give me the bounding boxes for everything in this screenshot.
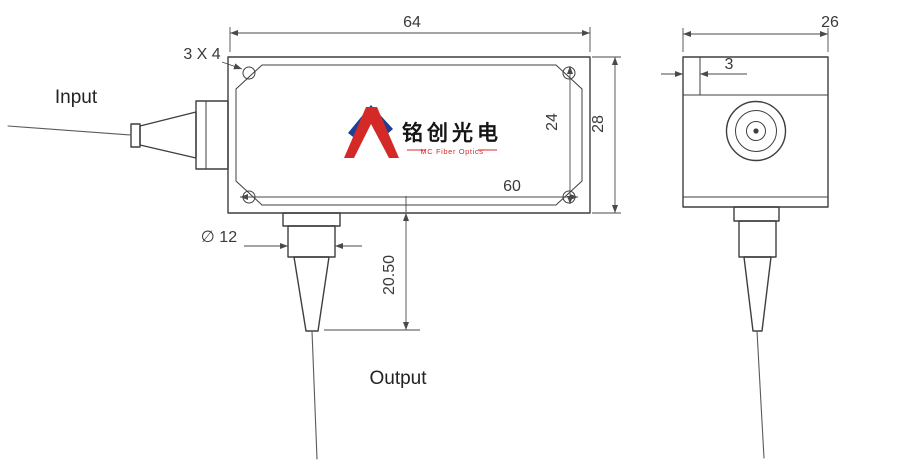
dim-text-inner-width: 60 <box>503 178 521 195</box>
output-connector-front <box>282 212 341 460</box>
dim-inner-height: 24 <box>544 66 574 204</box>
output-fiber-side <box>756 330 765 459</box>
logo-name-en: MC Fiber Optics <box>420 147 483 156</box>
side-dimensions: 26 3 <box>661 14 839 78</box>
connector-face-center-dot <box>753 128 759 134</box>
dim-front-width: 64 <box>229 14 591 52</box>
dim-output-length: 20.50 <box>324 196 420 331</box>
output-label: Output <box>369 368 427 389</box>
dim-corner-holes: 3 X 4 <box>183 46 243 70</box>
dim-side-width: 26 <box>682 14 839 52</box>
input-connector <box>7 100 229 170</box>
dim-text-side-step: 3 <box>725 56 734 73</box>
input-ferrule <box>195 100 229 170</box>
front-view: 铭创光电 MC Fiber Optics <box>7 56 591 460</box>
output-boot-taper-side <box>743 256 772 332</box>
connector-face-inner-circle <box>746 121 766 141</box>
dim-leader-line <box>221 61 243 70</box>
dim-front-height: 28 <box>590 56 621 214</box>
logo: 铭创光电 MC Fiber Optics <box>344 105 502 158</box>
input-tip <box>130 123 141 148</box>
output-fiber <box>311 330 318 460</box>
logo-name-cn: 铭创光电 <box>402 121 502 145</box>
corner-hole-top-left <box>242 66 256 80</box>
connector-face-middle-circle <box>735 110 777 152</box>
dim-output-diameter: ∅ 12 <box>201 229 362 250</box>
output-body-side <box>738 220 777 258</box>
connector-face <box>725 100 787 162</box>
dim-inner-width: 60 <box>240 178 578 201</box>
output-boot-taper <box>293 256 330 332</box>
dim-text-front-width: 64 <box>403 14 421 31</box>
logo-mark-red-a <box>344 107 399 158</box>
output-connector-side <box>733 206 780 459</box>
dim-text-output-length: 20.50 <box>381 255 398 295</box>
side-view <box>682 56 829 459</box>
input-boot-taper <box>139 111 197 159</box>
front-chamfer-outline <box>235 64 583 206</box>
output-flange-side <box>733 206 780 222</box>
dim-text-front-height: 28 <box>590 115 607 133</box>
dim-text-corner-holes: 3 X 4 <box>183 46 220 63</box>
dim-text-side-width: 26 <box>821 14 839 31</box>
dim-side-step: 3 <box>661 56 747 78</box>
connector-face-outer-circle <box>725 100 787 162</box>
dim-text-output-diameter: ∅ 12 <box>201 229 237 246</box>
output-flange <box>282 212 341 227</box>
front-dimensions: 64 3 X 4 24 28 60 ∅ 12 <box>55 14 621 389</box>
input-label: Input <box>55 87 98 108</box>
output-body <box>287 225 336 258</box>
input-fiber <box>7 125 132 136</box>
dim-text-inner-height: 24 <box>544 113 561 131</box>
